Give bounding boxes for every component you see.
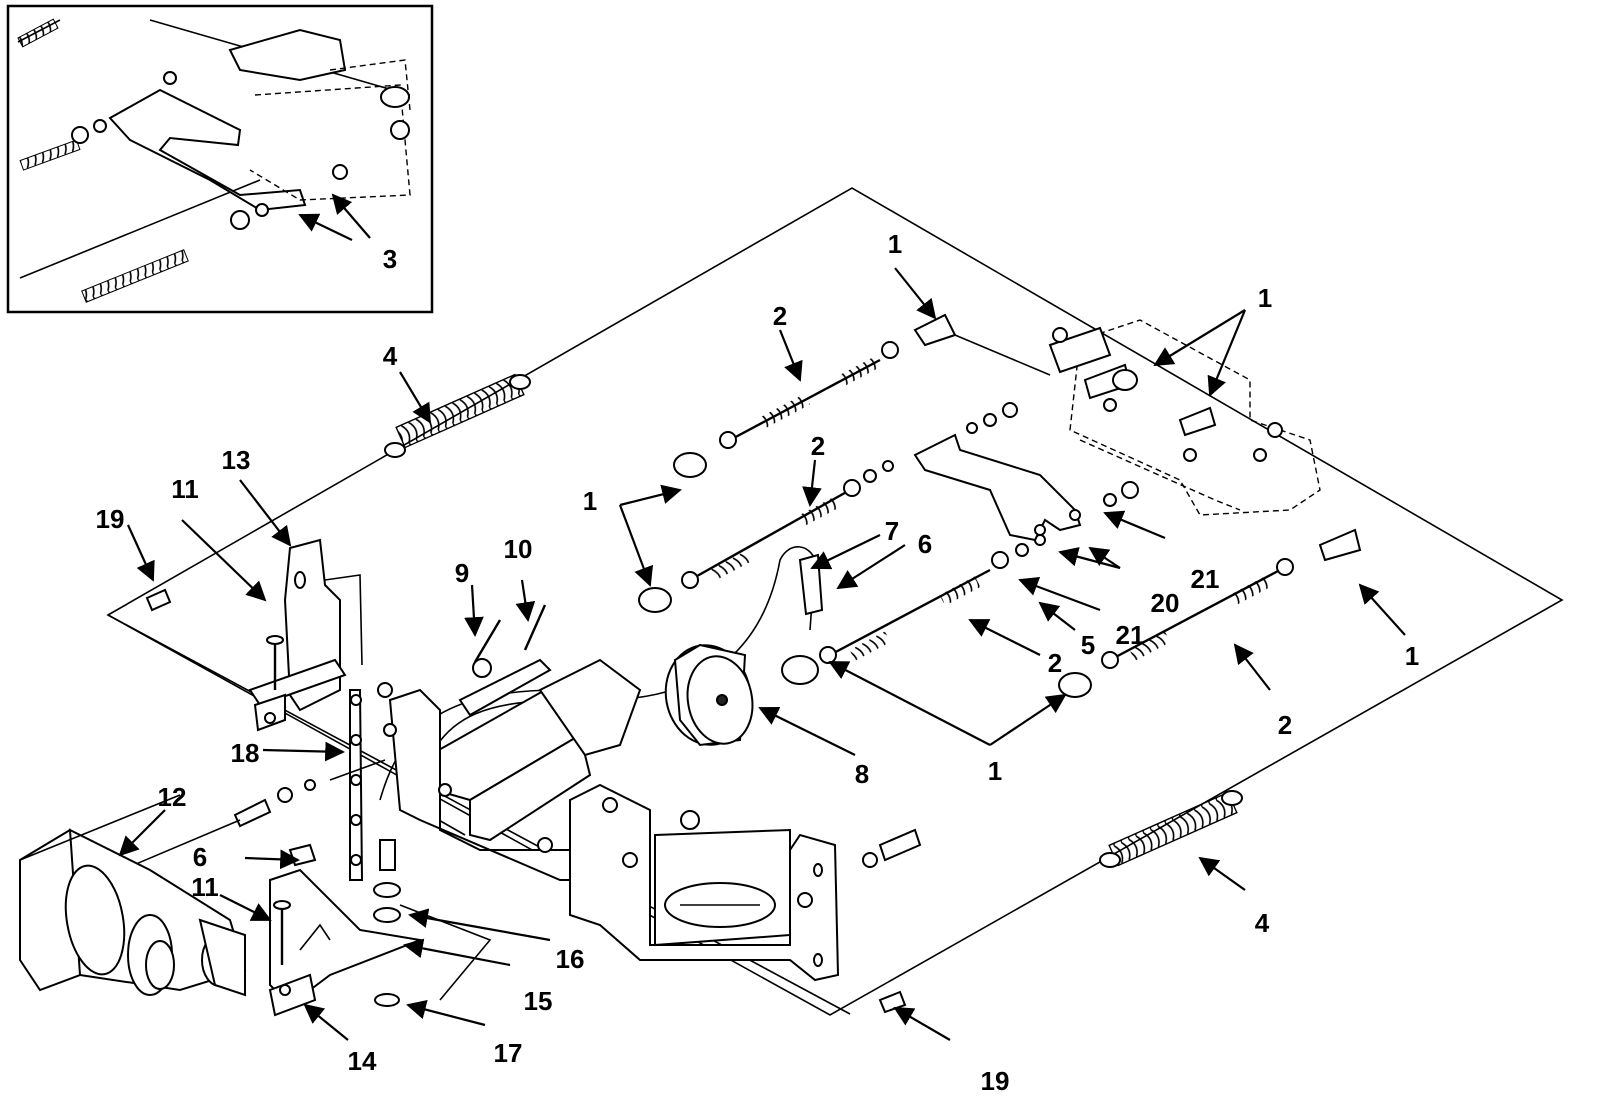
- callout-4: 4: [383, 341, 398, 371]
- callout-19: 19: [981, 1066, 1010, 1096]
- callout-2: 2: [1048, 648, 1062, 678]
- callout-1: 1: [1258, 283, 1272, 313]
- callout-1: 1: [1405, 641, 1419, 671]
- callout-11: 11: [191, 872, 219, 902]
- top-right-assembly: [954, 319, 1321, 516]
- callout-14: 14: [348, 1046, 377, 1076]
- callout-1: 1: [988, 756, 1002, 786]
- callout-9: 9: [455, 558, 469, 588]
- rod-lower: [1058, 528, 1362, 698]
- rod-mid: [638, 460, 894, 613]
- callout-8: 8: [855, 759, 869, 789]
- inset-callout-3: 3: [383, 244, 397, 274]
- left-bracket-13: [248, 538, 363, 732]
- detail-inset: [6, 4, 434, 314]
- callout-11: 11: [171, 474, 199, 504]
- callout-13: 13: [222, 445, 251, 475]
- mount-plate: [569, 783, 922, 982]
- callout-10: 10: [504, 534, 533, 564]
- leader-arrows: [118, 267, 1406, 1041]
- callout-12: 12: [158, 782, 187, 812]
- callout-15: 15: [524, 986, 553, 1016]
- callout-5: 5: [1081, 630, 1095, 660]
- callout-6: 6: [193, 842, 207, 872]
- spring-upper: [384, 373, 531, 458]
- bolt-19-right: [878, 990, 907, 1014]
- callout-6: 6: [918, 529, 932, 559]
- callout-labels: 3 1 1 1 1 1 2 2 2 2 4 4 5 6 6 7 8 9 10 1…: [96, 229, 1420, 1096]
- arm-bracket: [913, 402, 1139, 542]
- actuator-part-12: [19, 794, 247, 997]
- callout-2: 2: [811, 431, 825, 461]
- callout-21: 21: [1116, 620, 1145, 650]
- callout-16: 16: [556, 944, 585, 974]
- center-channel: [428, 604, 642, 842]
- bolt-19-left: [145, 588, 172, 612]
- callout-21: 21: [1191, 564, 1220, 594]
- callout-4: 4: [1255, 908, 1270, 938]
- callout-20: 20: [1151, 588, 1180, 618]
- callout-1: 1: [888, 229, 902, 259]
- callout-19: 19: [96, 504, 125, 534]
- callout-2: 2: [773, 301, 787, 331]
- callout-7: 7: [885, 516, 899, 546]
- lower-bracket-14: [268, 843, 424, 1017]
- motor-part-8: [664, 643, 754, 747]
- callout-18: 18: [231, 738, 260, 768]
- callout-2: 2: [1278, 710, 1292, 740]
- spring-lower: [1099, 790, 1243, 868]
- callout-1: 1: [583, 486, 597, 516]
- callout-17: 17: [494, 1038, 523, 1068]
- chain-part-18: [349, 689, 364, 881]
